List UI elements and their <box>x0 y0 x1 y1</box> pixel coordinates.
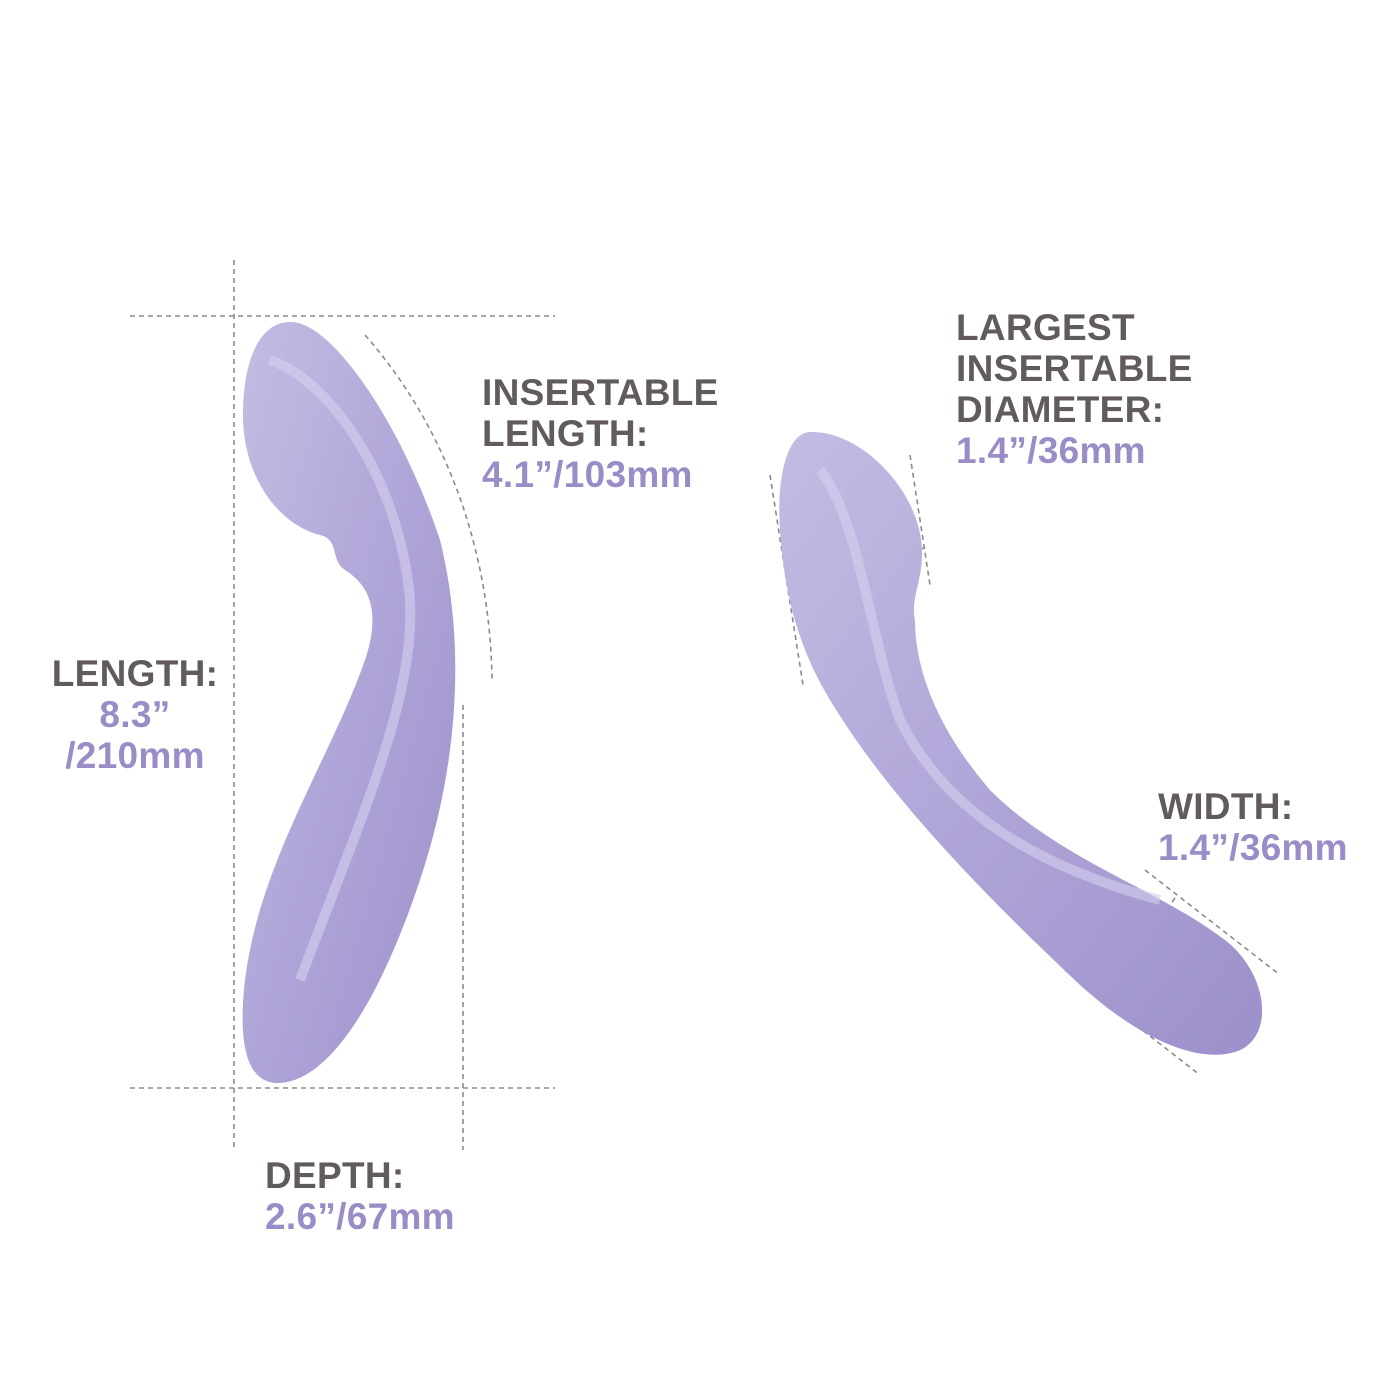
insertable-length-label: INSERTABLE LENGTH: 4.1”/103mm <box>482 372 719 495</box>
length-value-inch: 8.3” <box>99 694 171 735</box>
diameter-right-guide <box>909 454 931 586</box>
insertable-length-title-2: LENGTH: <box>482 413 649 454</box>
diameter-title-1: LARGEST <box>956 307 1135 348</box>
diameter-title-3: DIAMETER: <box>956 389 1165 430</box>
diameter-value: 1.4”/36mm <box>956 430 1146 471</box>
insertable-length-value: 4.1”/103mm <box>482 454 693 495</box>
depth-label: DEPTH: 2.6”/67mm <box>265 1155 455 1237</box>
width-title: WIDTH: <box>1158 786 1294 827</box>
largest-diameter-label: LARGEST INSERTABLE DIAMETER: 1.4”/36mm <box>956 307 1193 471</box>
insertable-length-title-1: INSERTABLE <box>482 372 719 413</box>
diameter-title-2: INSERTABLE <box>956 348 1193 389</box>
width-value: 1.4”/36mm <box>1158 827 1348 868</box>
depth-title: DEPTH: <box>265 1155 405 1196</box>
depth-value: 2.6”/67mm <box>265 1196 455 1237</box>
length-label: LENGTH: 8.3” /210mm <box>40 653 230 776</box>
length-title: LENGTH: <box>51 653 219 694</box>
product-side-view <box>242 321 456 1084</box>
width-label: WIDTH: 1.4”/36mm <box>1158 786 1348 868</box>
width-top-guide <box>1144 869 1281 976</box>
insertable-arc <box>364 334 493 681</box>
length-value-mm: /210mm <box>65 735 205 776</box>
